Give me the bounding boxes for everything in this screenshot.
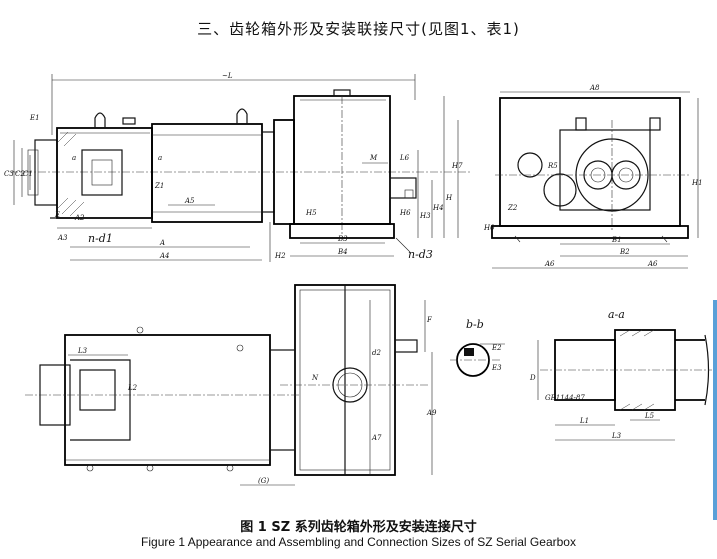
dim-nd1: n-d1	[88, 232, 113, 245]
dim-C3: C3	[4, 170, 14, 178]
dim-H4: H4	[432, 204, 444, 212]
dim-A6-right: A6	[647, 260, 658, 268]
dim-L6: L6	[399, 154, 410, 162]
dim-A3: A3	[57, 234, 68, 242]
dim-nd3: n-d3	[408, 248, 433, 261]
dim-A2: A2	[74, 214, 85, 222]
dim-A7: A7	[371, 434, 382, 442]
page-title: 三、齿轮箱外形及安装联接尺寸(见图1、表1)	[197, 20, 520, 38]
side-view: ~L	[4, 72, 470, 262]
dim-H6: H6	[399, 209, 411, 217]
label-aa: a-a	[608, 308, 625, 321]
dim-L3: L3	[611, 432, 622, 440]
dim-Z2: Z2	[507, 204, 518, 212]
dim-N: N	[311, 374, 319, 382]
dim-M: M	[369, 154, 378, 162]
sec-a-right: a	[158, 154, 162, 162]
dim-R5: R5	[547, 162, 558, 170]
section-aa: a-a D GB1144-87 L1 L5 L3	[529, 308, 712, 441]
dim-GB: GB1144-87	[545, 394, 585, 402]
dim-A8: A8	[589, 84, 600, 92]
top-view: N L3 L2 (G) F A9 A7 d2	[25, 284, 437, 486]
dim-H: H	[445, 194, 453, 202]
dim-A5: A5	[184, 197, 195, 205]
dim-A4: A4	[159, 252, 170, 260]
dim-F: F	[426, 316, 433, 324]
dim-L5: L5	[644, 412, 655, 420]
dim-A6-left: A6	[544, 260, 555, 268]
dim-A9: A9	[426, 409, 437, 417]
sec-a-left: a	[72, 154, 76, 162]
dim-H1: H1	[691, 179, 703, 187]
dim-L: ~L	[222, 72, 233, 80]
dim-B3: B3	[337, 235, 348, 243]
dim-E: E	[54, 211, 60, 219]
end-view: A8 R5 H1 Z2 H0 B1 B2 A6 A6	[483, 84, 703, 269]
figure-caption-cn: 图 1 SZ 系列齿轮箱外形及安装连接尺寸	[240, 520, 477, 535]
dim-H0: H0	[483, 224, 495, 232]
page-edge-strip	[713, 300, 717, 520]
dim-H3: H3	[419, 212, 431, 220]
dim-D: D	[529, 374, 536, 382]
dim-d2: d2	[372, 349, 381, 357]
dim-E2: E2	[491, 344, 502, 352]
dim-B1: B1	[611, 236, 622, 244]
dim-H5: H5	[305, 209, 317, 217]
dim-L2: L2	[127, 384, 138, 392]
dim-L3-top: L3	[77, 347, 88, 355]
label-bb: b-b	[466, 318, 484, 331]
dim-Z1: Z1	[154, 182, 164, 190]
dim-C1: C1	[23, 170, 33, 178]
dim-C2: C2	[15, 170, 25, 178]
section-bb: b-b E2 E3	[450, 318, 505, 377]
dim-L1: L1	[579, 417, 589, 425]
dim-H2: H2	[274, 252, 286, 260]
dim-B2: B2	[619, 248, 630, 256]
figure-caption-en: Figure 1 Appearance and Assembling and C…	[141, 535, 576, 549]
dim-A: A	[159, 239, 165, 247]
dim-E3: E3	[491, 364, 502, 372]
dim-E1: E1	[29, 114, 40, 122]
dim-G: (G)	[258, 477, 269, 485]
dim-B4: B4	[337, 248, 348, 256]
dim-H7: H7	[451, 162, 463, 170]
